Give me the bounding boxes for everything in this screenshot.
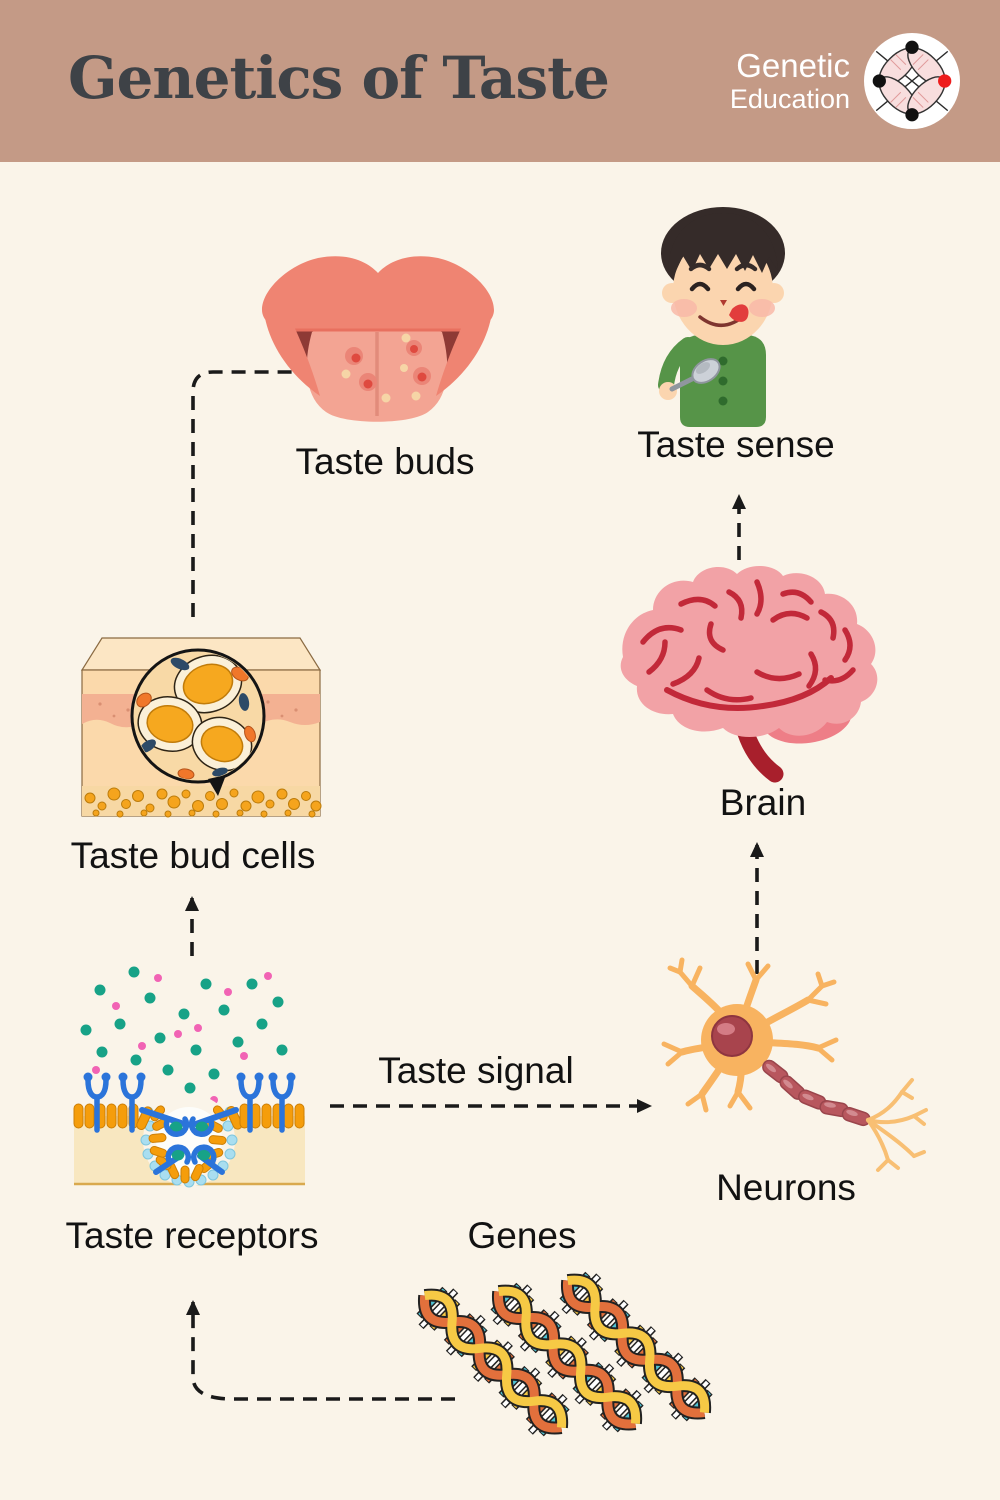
label-brain: Brain	[719, 782, 807, 823]
brand-name: Genetic Education	[730, 47, 850, 116]
membrane-receptor-group	[83, 1072, 296, 1133]
mouth-tongue-illustration	[262, 256, 494, 422]
dna-helix-illustration	[390, 1260, 720, 1480]
boy-tasting-illustration	[658, 207, 785, 427]
logo-red-dot	[938, 74, 952, 88]
brain-illustration	[620, 565, 878, 783]
brand-name-line2: Education	[729, 84, 850, 115]
label-taste-sense: Taste sense	[637, 424, 835, 465]
label-taste-signal: Taste signal	[378, 1050, 574, 1091]
arrow-tastebudcells-to-tastebuds	[191, 365, 368, 617]
taste-bud-cells-illustration	[80, 637, 322, 818]
neuron-illustration	[661, 957, 928, 1172]
label-taste-bud-cells: Taste bud cells	[70, 835, 316, 876]
label-taste-receptors: Taste receptors	[65, 1215, 319, 1256]
label-neurons: Neurons	[716, 1167, 856, 1208]
label-genes: Genes	[467, 1215, 577, 1256]
page-title: Genetics of Taste	[68, 44, 610, 112]
taste-receptors-illustration	[73, 966, 305, 1188]
label-taste-buds: Taste buds	[295, 441, 475, 482]
genetic-education-logo-icon	[864, 33, 960, 129]
brand-block: Genetic Education	[730, 33, 960, 129]
brand-name-line1: Genetic	[736, 46, 850, 84]
header-bar: Genetics of Taste Genetic Education	[0, 0, 1000, 162]
